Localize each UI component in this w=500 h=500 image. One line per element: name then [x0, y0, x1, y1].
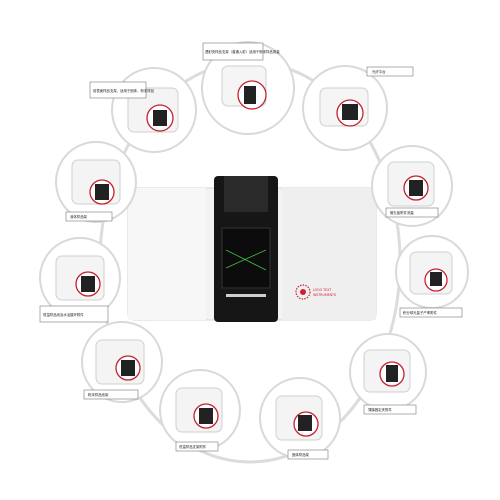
- module-9-label: 恒温样品池及水浴循环附件: [43, 312, 84, 317]
- brand-logo-icon: [295, 284, 311, 300]
- module-4-label-box: [399, 307, 463, 318]
- chamber-handle: [226, 294, 266, 297]
- module-3: [371, 145, 453, 227]
- module-5-label-box: [363, 404, 417, 415]
- module-1-label: 透射夹样品支架（普通入射）适用于粉末样品测量: [205, 49, 280, 54]
- module-6-label-box: [287, 449, 329, 460]
- module-3-label-box: [385, 207, 439, 218]
- module-8-label-box: [83, 389, 139, 400]
- module-11-label: 前表面样品支架，适用于固体、粉末样品: [93, 88, 155, 93]
- module-9: [39, 237, 121, 319]
- module-7: [159, 369, 241, 451]
- module-10: [55, 141, 137, 223]
- module-5: [349, 333, 427, 411]
- chamber-lid: [224, 176, 268, 212]
- laser-beam-2: [225, 249, 267, 271]
- module-8-label: 粉末样品池架: [88, 392, 109, 397]
- module-3-label: 微孔板附件测量: [390, 210, 414, 215]
- module-7-label-box: [175, 441, 219, 452]
- module-1: [201, 41, 295, 135]
- spectrometer: LOGO TEXT INSTRUMENTS: [127, 176, 377, 322]
- module-10-label-box: [65, 211, 113, 222]
- module-11: [111, 67, 197, 153]
- module-4: [395, 235, 469, 309]
- module-2-label-box: [366, 66, 414, 77]
- module-9-label-box: [39, 305, 109, 323]
- module-4-label: 积分球光量子产率附件: [403, 310, 438, 315]
- device-right-panel: [282, 188, 376, 320]
- brand-line-1: LOGO TEXT: [313, 288, 331, 292]
- module-1-label-box: [202, 42, 264, 61]
- module-6-label: 固体样品架: [292, 452, 310, 457]
- module-10-label: 液体样品架: [70, 214, 88, 219]
- chamber-window: [221, 227, 271, 289]
- brand-line-2: INSTRUMENTS: [313, 293, 336, 297]
- module-2: [302, 65, 388, 151]
- device-left-panel: [128, 188, 206, 320]
- module-8: [81, 321, 163, 403]
- module-6: [259, 377, 341, 459]
- module-11-label-box: [89, 81, 147, 99]
- module-7-label: 低温样品支架附件: [179, 444, 207, 449]
- laser-beam-1: [225, 249, 267, 269]
- module-5-label: 薄膜固定夹附件: [368, 407, 392, 412]
- module-2-label: 光纤平台: [372, 69, 386, 74]
